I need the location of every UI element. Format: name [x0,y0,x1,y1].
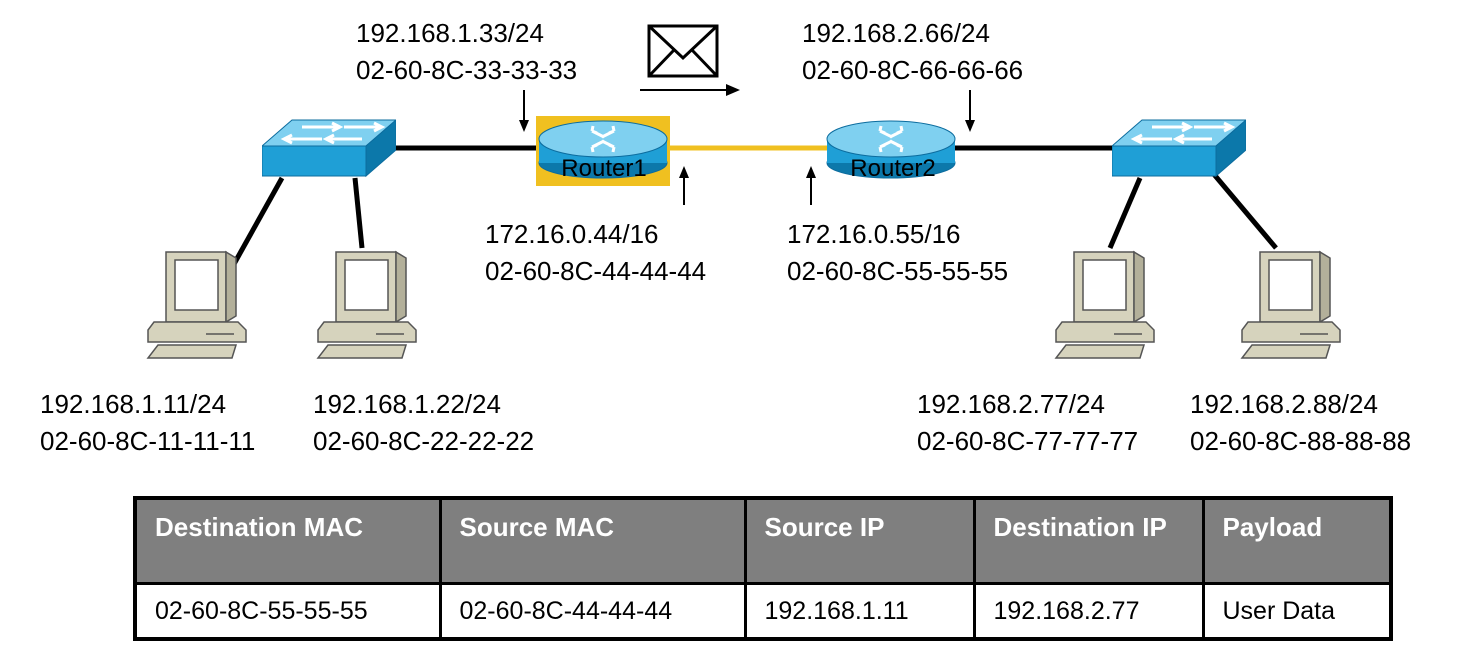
host-label: 192.168.2.88/24 02-60-8C-88-88-88 [1190,386,1411,460]
cell-source-mac: 02-60-8C-44-44-44 [438,582,747,641]
link-switch2-pc3 [1107,177,1143,249]
switch-icon [1112,118,1246,178]
ip-address: 172.16.0.55/16 [787,219,961,249]
links [231,145,1278,266]
cell-destination-ip: 192.168.2.77 [972,582,1205,641]
pc-icon [147,251,247,359]
table-header-row: Destination MAC Source MAC Source IP Des… [133,496,1393,585]
link-switch1-pc2 [352,177,365,249]
header-destination-ip: Destination IP [972,496,1205,585]
router1-label: Router1 [561,155,646,182]
ip-address: 192.168.2.66/24 [802,18,990,48]
frame-header-table: Destination MAC Source MAC Source IP Des… [133,496,1393,641]
mac-address: 02-60-8C-33-33-33 [356,55,578,85]
link-switch1-pc1 [231,176,285,266]
arrow-icon [965,90,975,132]
header-source-mac: Source MAC [438,496,747,585]
mac-address: 02-60-8C-88-88-88 [1190,426,1412,456]
arrow-icon [679,166,689,205]
mac-address: 02-60-8C-55-55-55 [787,256,1009,286]
envelope-icon [647,24,719,78]
router1-wan-label: 172.16.0.44/16 02-60-8C-44-44-44 [485,216,706,290]
header-source-ip: Source IP [743,496,976,585]
pc-icon [1241,251,1341,359]
pc-icon [317,251,417,359]
link-switch2-pc4 [1210,170,1278,250]
arrow-icon [519,90,529,132]
table-row: 02-60-8C-55-55-55 02-60-8C-44-44-44 192.… [133,582,1393,641]
mac-address: 02-60-8C-77-77-77 [917,426,1139,456]
ip-address: 192.168.1.33/24 [356,18,544,48]
topology-canvas: Router1 Router2 [147,24,1341,359]
ip-address: 172.16.0.44/16 [485,219,659,249]
ip-address: 192.168.1.11/24 [40,389,227,419]
ip-address: 192.168.1.22/24 [313,389,501,419]
router1-lan-label: 192.168.1.33/24 02-60-8C-33-33-33 [356,15,577,89]
cell-source-ip: 192.168.1.11 [743,582,976,641]
host-label: 192.168.1.11/24 02-60-8C-11-11-11 [40,386,255,460]
mac-address: 02-60-8C-11-11-11 [40,426,256,456]
direction-arrow-icon [640,84,740,96]
switch-icon [262,118,396,178]
header-destination-mac: Destination MAC [133,496,442,585]
ip-address: 192.168.2.88/24 [1190,389,1378,419]
cell-destination-mac: 02-60-8C-55-55-55 [133,582,442,641]
router2-label: Router2 [850,155,935,182]
host-label: 192.168.2.77/24 02-60-8C-77-77-77 [917,386,1138,460]
host-label: 192.168.1.22/24 02-60-8C-22-22-22 [313,386,534,460]
header-payload: Payload [1201,496,1393,585]
cell-payload: User Data [1201,582,1393,641]
router2-lan-label: 192.168.2.66/24 02-60-8C-66-66-66 [802,15,1023,89]
mac-address: 02-60-8C-66-66-66 [802,55,1024,85]
pc-icon [1055,251,1155,359]
mac-address: 02-60-8C-22-22-22 [313,426,535,456]
ip-address: 192.168.2.77/24 [917,389,1105,419]
router2-wan-label: 172.16.0.55/16 02-60-8C-55-55-55 [787,216,1008,290]
mac-address: 02-60-8C-44-44-44 [485,256,707,286]
arrow-icon [806,166,816,205]
